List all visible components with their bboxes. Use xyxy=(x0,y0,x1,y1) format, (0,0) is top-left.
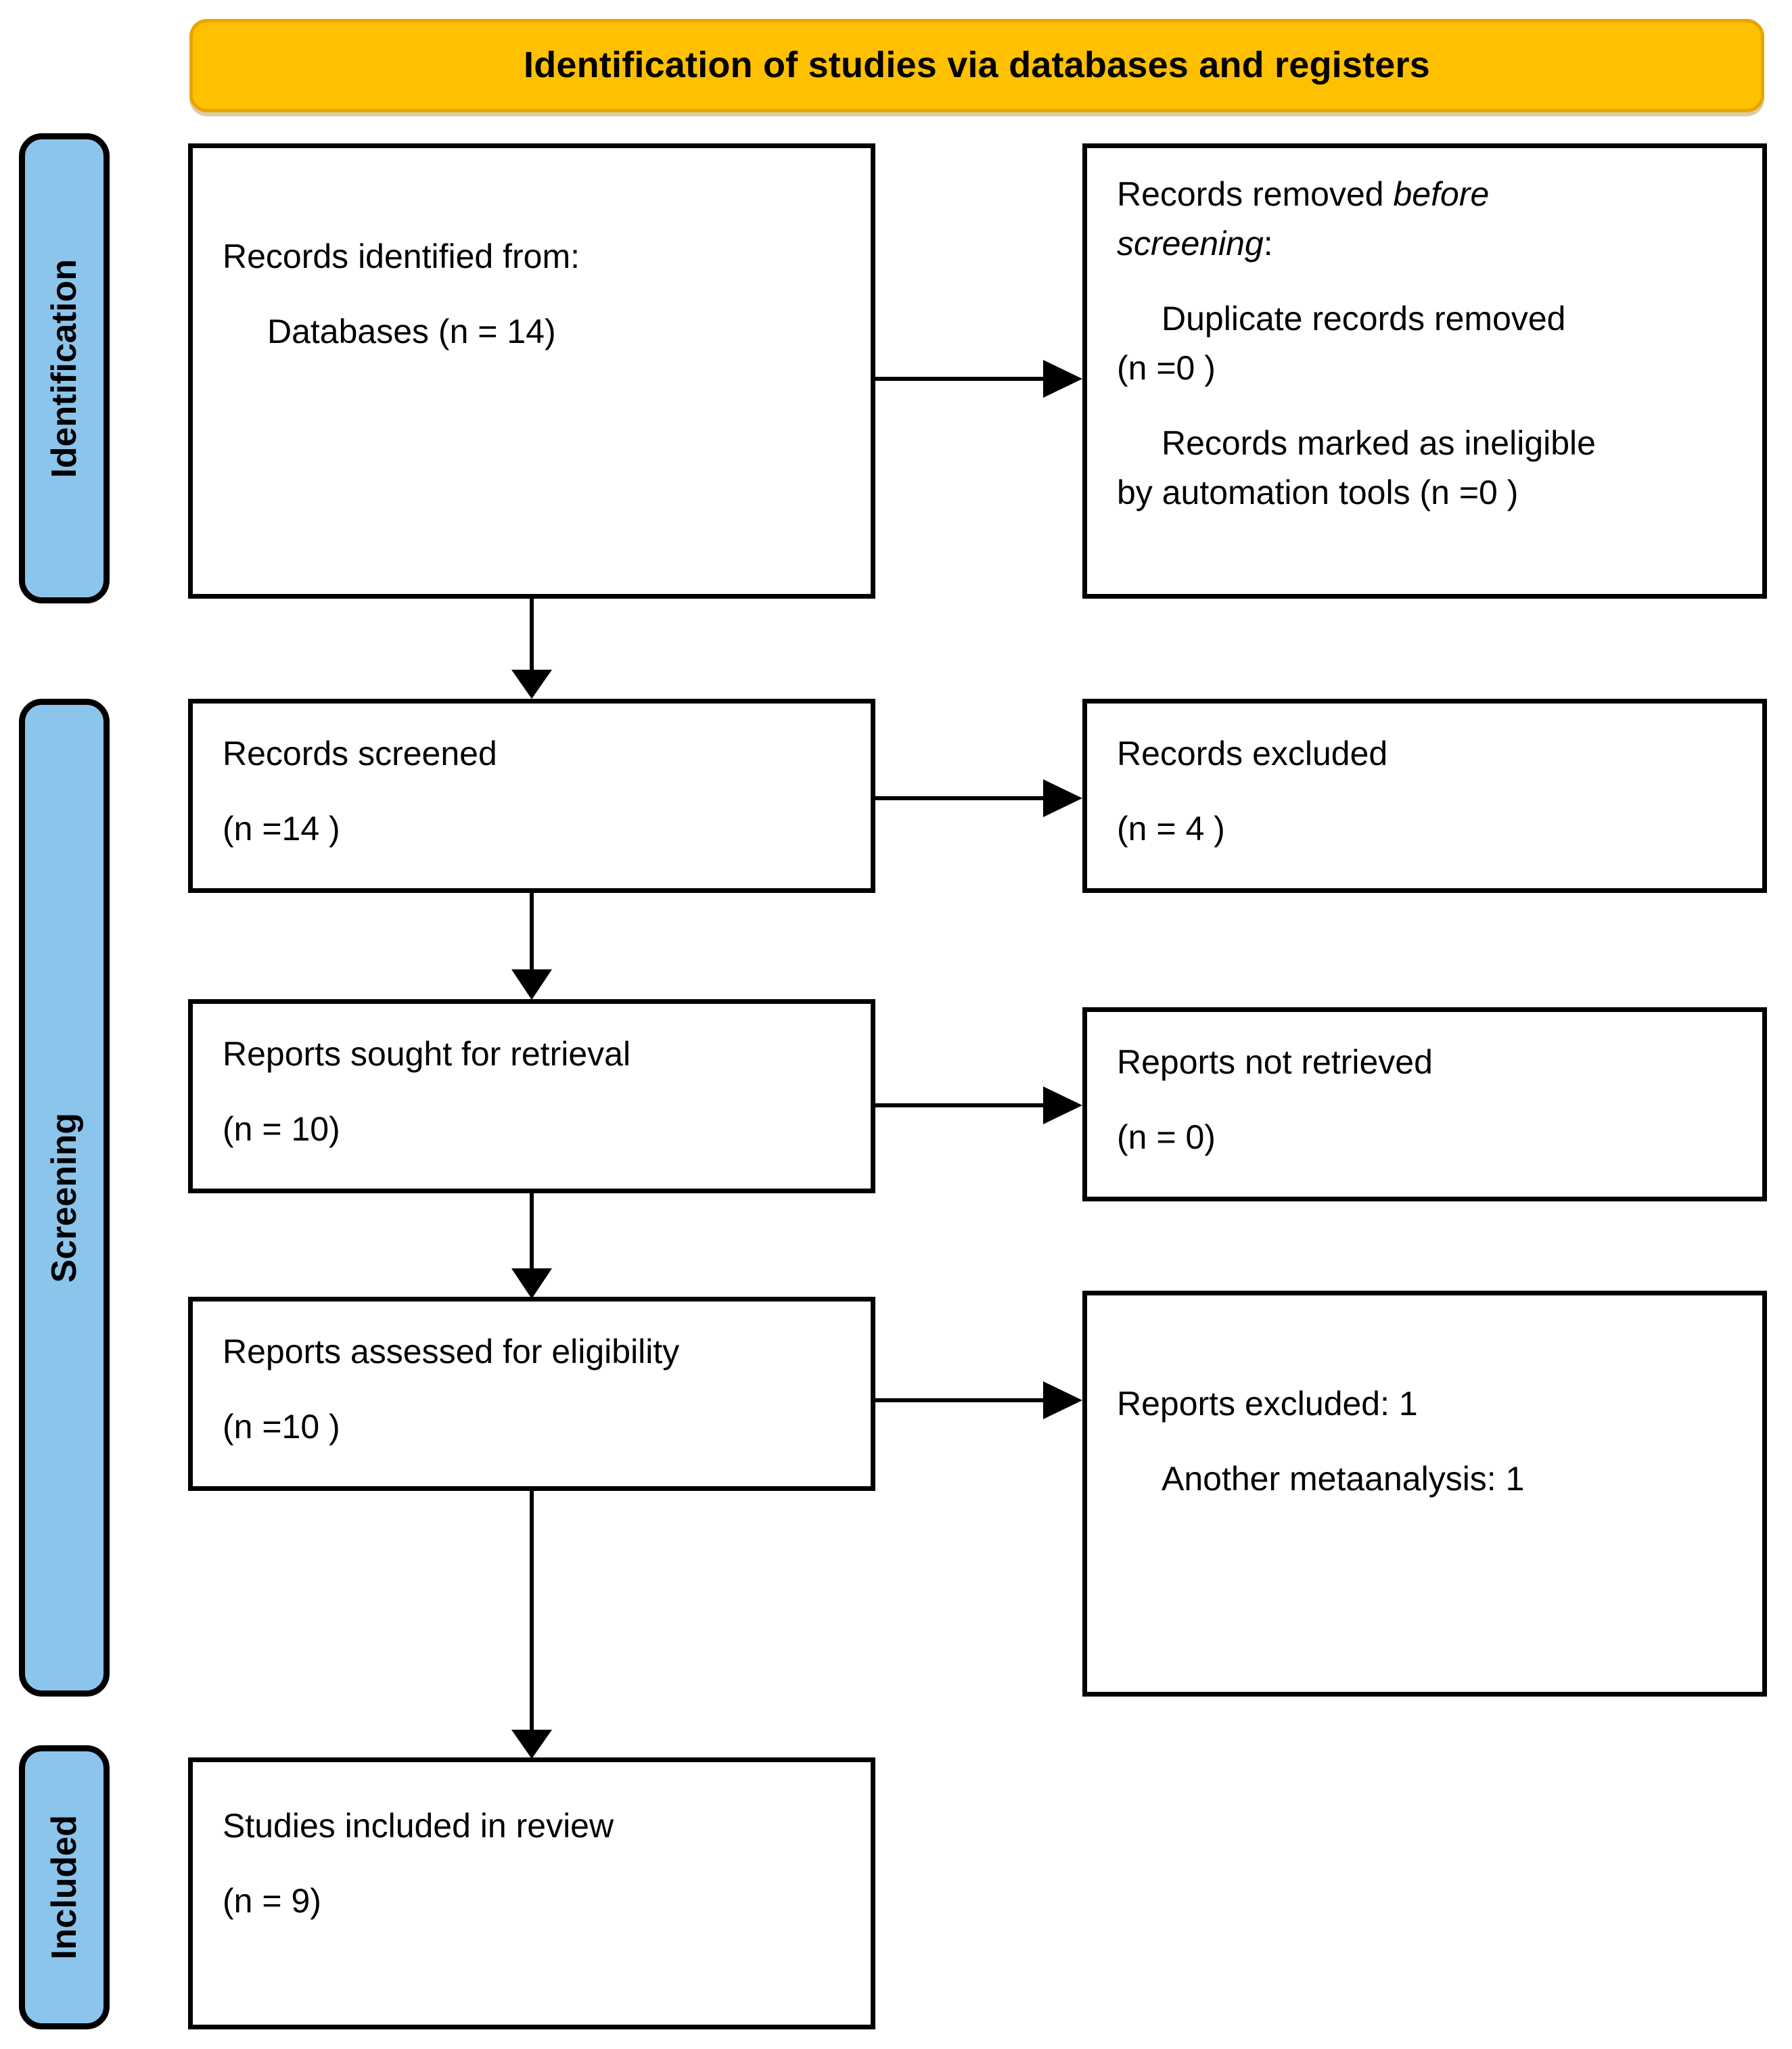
arrow-sought-to-not-retrieved xyxy=(875,1078,1086,1132)
records-removed-heading-italic-before: before xyxy=(1393,175,1490,213)
stage-bar-screening: Screening xyxy=(19,699,110,1697)
arrow-identified-to-screened xyxy=(505,599,559,700)
studies-included-line-2: (n = 9) xyxy=(223,1882,321,1920)
box-records-removed: Records removed before screening: Duplic… xyxy=(1082,143,1767,599)
reports-excluded-line-2: Another metaanalysis: 1 xyxy=(1162,1460,1525,1498)
arrow-assessed-to-studies-included xyxy=(505,1491,559,1762)
reports-not-retrieved-line-2: (n = 0) xyxy=(1117,1118,1216,1156)
box-studies-included: Studies included in review (n = 9) xyxy=(188,1757,875,2029)
diagram-banner: Identification of studies via databases … xyxy=(189,19,1764,112)
records-screened-line-2: (n =14 ) xyxy=(223,810,340,848)
studies-included-line-1: Studies included in review xyxy=(223,1807,614,1845)
records-removed-item1-line-2: (n =0 ) xyxy=(1117,349,1216,387)
records-removed-item1-line-1: Duplicate records removed xyxy=(1162,300,1566,338)
reports-excluded-line-1: Reports excluded: 1 xyxy=(1117,1385,1418,1423)
records-removed-heading-prefix: Records removed xyxy=(1117,175,1394,213)
records-removed-heading-suffix: : xyxy=(1263,225,1273,262)
records-removed-item2-line-2: by automation tools (n =0 ) xyxy=(1117,474,1519,511)
reports-assessed-line-2: (n =10 ) xyxy=(223,1408,340,1446)
records-screened-line-1: Records screened xyxy=(223,735,497,773)
reports-assessed-line-1: Reports assessed for eligibility xyxy=(223,1333,680,1371)
records-identified-line-1: Records identified from: xyxy=(223,237,580,275)
arrow-assessed-to-reports-excluded xyxy=(875,1373,1086,1427)
box-reports-not-retrieved: Reports not retrieved (n = 0) xyxy=(1082,1007,1767,1201)
records-removed-heading-line-1: Records removed before xyxy=(1117,172,1732,216)
box-records-identified: Records identified from: Databases (n = … xyxy=(188,143,875,599)
arrow-screened-to-excluded xyxy=(875,771,1086,825)
box-reports-excluded: Reports excluded: 1 Another metaanalysis… xyxy=(1082,1291,1767,1697)
reports-sought-line-1: Reports sought for retrieval xyxy=(223,1035,631,1073)
reports-sought-line-2: (n = 10) xyxy=(223,1110,340,1148)
stage-label-included: Included xyxy=(45,1815,84,1960)
records-excluded-line-2: (n = 4 ) xyxy=(1117,810,1225,848)
arrow-sought-to-assessed xyxy=(505,1193,559,1300)
arrow-identified-to-removed xyxy=(875,352,1086,406)
reports-not-retrieved-line-1: Reports not retrieved xyxy=(1117,1043,1433,1081)
arrow-screened-to-reports-sought xyxy=(505,893,559,1001)
stage-label-screening: Screening xyxy=(45,1112,84,1283)
records-removed-item2-line-1: Records marked as ineligible xyxy=(1162,424,1596,462)
records-identified-line-2: Databases (n = 14) xyxy=(267,313,556,350)
stage-bar-identification: Identification xyxy=(19,133,110,603)
box-reports-assessed: Reports assessed for eligibility (n =10 … xyxy=(188,1297,875,1491)
records-excluded-line-1: Records excluded xyxy=(1117,735,1388,773)
box-records-excluded: Records excluded (n = 4 ) xyxy=(1082,699,1767,893)
stage-bar-included: Included xyxy=(19,1745,110,2029)
box-records-screened: Records screened (n =14 ) xyxy=(188,699,875,893)
stage-label-identification: Identification xyxy=(45,258,84,478)
records-removed-heading-line-2: screening: xyxy=(1117,222,1732,266)
box-reports-sought: Reports sought for retrieval (n = 10) xyxy=(188,999,875,1193)
records-removed-heading-italic-screening: screening xyxy=(1117,225,1264,262)
banner-title: Identification of studies via databases … xyxy=(524,45,1430,86)
